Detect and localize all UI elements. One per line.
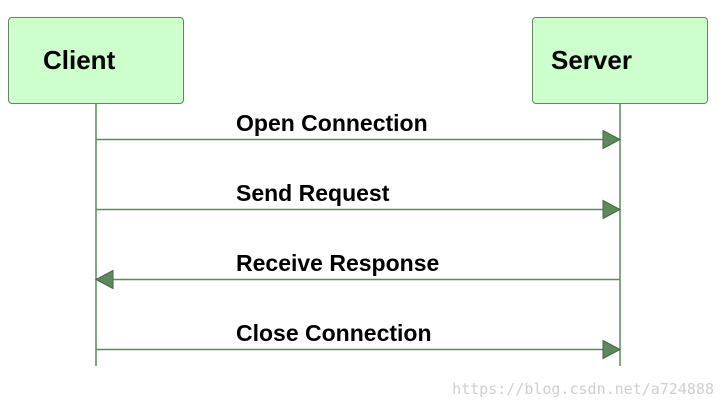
message-label-open-connection: Open Connection: [236, 110, 428, 136]
message-arrow-receive-response: [94, 269, 620, 290]
message-label-send-request: Send Request: [236, 180, 390, 206]
server-actor-box: Server: [532, 17, 708, 104]
message-label-close-connection: Close Connection: [236, 320, 432, 346]
message-arrow-open-connection: [96, 129, 622, 150]
message-arrow-close-connection: [96, 339, 622, 360]
client-actor-box: Client: [8, 17, 184, 104]
server-actor-label: Server: [551, 45, 632, 75]
message-arrow-send-request: [96, 199, 622, 220]
watermark-text: https://blog.csdn.net/a724888: [452, 380, 714, 398]
client-actor-label: Client: [43, 45, 116, 75]
message-label-receive-response: Receive Response: [236, 250, 440, 276]
